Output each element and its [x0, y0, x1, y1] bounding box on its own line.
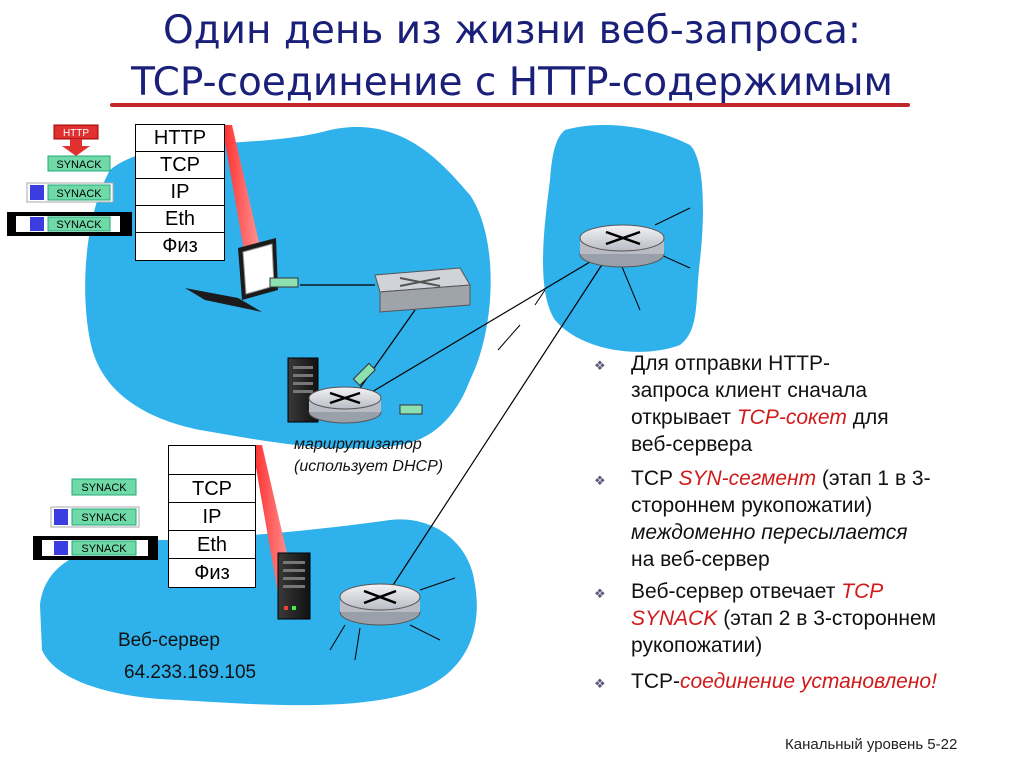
svg-text:SYNACK: SYNACK — [56, 188, 102, 200]
client-stack-layer: HTTP — [136, 125, 224, 152]
bullet-3: ❖ Веб-сервер отвечает TCP SYNACK (этап 2… — [594, 578, 1014, 662]
link-router-webrouter — [379, 259, 606, 606]
bullet-2-line: TCP SYN-сегмент (этап 1 в 3- — [631, 467, 931, 490]
server-packet-ip: SYNACK — [50, 506, 140, 528]
webserver-label: Веб-сервер — [118, 630, 220, 651]
bullet-2-line: междоменно пересылается — [631, 521, 908, 544]
client-stack-layer: IP — [136, 179, 224, 206]
bullet-4-line: TCP-соединение установлено! — [631, 670, 937, 693]
switch-icon — [374, 267, 471, 313]
page-title-line2: TCP-соединение с HTTP-содержимым — [131, 60, 893, 105]
bullet-3-line: рукопожатии) — [631, 634, 763, 657]
svg-text:SYNACK: SYNACK — [56, 219, 102, 231]
client-packet-http: HTTP — [53, 124, 99, 156]
bullet-marker-icon: ❖ — [594, 358, 606, 373]
bullet-2: ❖ TCP SYN-сегмент (этап 1 в 3- стороннем… — [594, 465, 1014, 577]
bullet-marker-icon: ❖ — [594, 676, 606, 691]
client-stack-layer: TCP — [136, 152, 224, 179]
link-switch-router — [354, 309, 416, 396]
router-label-line1: маршрутизатор — [294, 436, 422, 453]
svg-text:SYNACK: SYNACK — [81, 482, 127, 494]
link-router-internet — [349, 249, 611, 406]
server-stack-layer: IP — [169, 503, 255, 531]
bullet-4: ❖ TCP-соединение установлено! — [594, 668, 1014, 698]
bullet-1-line: открывает TCP-сокет для — [631, 406, 889, 429]
server-stack-layer: Eth — [169, 531, 255, 559]
server-network-cloud — [40, 519, 477, 706]
router-nic-2 — [352, 362, 377, 387]
bullet-1: ❖ Для отправки HTTP- запроса клиент снач… — [594, 350, 1014, 462]
bullet-3-line: Веб-сервер отвечает TCP — [631, 580, 884, 603]
bullet-1-line: Для отправки HTTP- — [631, 352, 830, 375]
svg-text:HTTP: HTTP — [63, 128, 89, 139]
client-stack-layer: Eth — [136, 206, 224, 233]
svg-text:SYNACK: SYNACK — [81, 543, 127, 555]
bullet-marker-icon: ❖ — [594, 473, 606, 488]
bullet-marker-icon: ❖ — [594, 586, 606, 601]
server-packet-eth: SYNACK — [33, 536, 158, 560]
server-protocol-stack: TCP IP Eth Физ — [168, 445, 256, 588]
client-protocol-stack: HTTP TCP IP Eth Физ — [135, 124, 225, 261]
title-underline — [110, 103, 910, 107]
server-packet-tcp: SYNACK — [71, 478, 137, 496]
client-packet-tcp: SYNACK — [47, 155, 111, 172]
web-router-icon — [339, 583, 421, 626]
router-nic — [399, 404, 423, 415]
page-title-line1: Один день из жизни веб-запроса: — [162, 8, 862, 53]
laptop-icon — [185, 238, 278, 312]
client-stack-layer: Физ — [162, 235, 198, 257]
bullet-2-line: стороннем рукопожатии) — [631, 494, 873, 517]
web-server-icon — [277, 552, 311, 620]
svg-text:SYNACK: SYNACK — [81, 512, 127, 524]
bullet-1-line: веб-сервера — [631, 433, 753, 456]
svg-text:SYNACK: SYNACK — [56, 159, 102, 171]
internet-router-icon — [579, 224, 665, 268]
bullet-3-line: SYNACK (этап 2 в 3-стороннем — [631, 607, 937, 630]
laptop-nic — [269, 277, 299, 288]
footer-slide-number: Канальный уровень 5-22 — [785, 736, 958, 753]
client-packet-ip: SYNACK — [26, 182, 114, 203]
server-stack-layer: Физ — [194, 562, 230, 584]
client-packet-eth: SYNACK — [7, 212, 132, 236]
server-stack-layer: TCP — [169, 475, 255, 503]
router-label-line2: (использует DHCP) — [294, 458, 444, 475]
server-stack-layer — [169, 446, 255, 475]
webserver-ip: 64.233.169.105 — [124, 662, 257, 683]
client-router-icon — [308, 386, 382, 424]
bullet-2-line: на веб-сервер — [631, 548, 770, 571]
bullet-1-line: запроса клиент сначала — [631, 379, 868, 402]
